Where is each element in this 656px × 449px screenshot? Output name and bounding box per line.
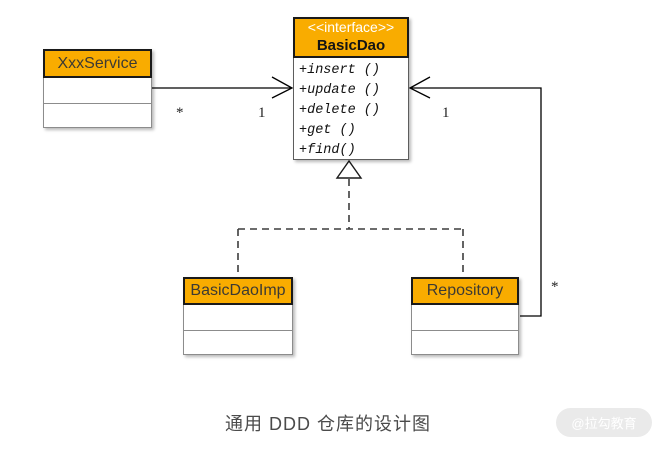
- method-get: +get (): [299, 123, 356, 138]
- class-xxxservice: XxxService: [43, 49, 152, 128]
- method-delete: +delete (): [299, 103, 381, 118]
- class-basicdaoimp-header: BasicDaoImp: [183, 277, 293, 305]
- class-xxxservice-attributes: [43, 78, 152, 104]
- association-repository-dao: [411, 87, 542, 317]
- interface-basicdao: <<interface>> BasicDao +insert () +updat…: [293, 17, 409, 160]
- open-arrowhead-right-icon: [408, 76, 431, 99]
- class-basicdaoimp-attributes: [183, 305, 293, 331]
- multiplicity-dao-left-side: 1: [258, 105, 266, 121]
- multiplicity-repository-side: *: [551, 279, 559, 295]
- class-repository: Repository: [411, 277, 519, 355]
- class-xxxservice-header: XxxService: [43, 49, 152, 78]
- class-basicdaoimp-operations: [183, 331, 293, 355]
- class-xxxservice-name: XxxService: [57, 54, 138, 72]
- diagram-caption: 通用 DDD 仓库的设计图: [225, 414, 431, 434]
- watermark-badge: @拉勾教育: [556, 408, 652, 437]
- hollow-triangle-arrowhead-icon: [335, 159, 363, 179]
- class-repository-attributes: [411, 305, 519, 331]
- class-basicdaoimp-name: BasicDaoImp: [190, 282, 286, 299]
- method-find: +find(): [299, 143, 356, 158]
- class-basicdaoimp: BasicDaoImp: [183, 277, 293, 355]
- multiplicity-service-side: *: [176, 105, 184, 121]
- class-repository-name: Repository: [426, 282, 504, 299]
- interface-basicdao-name: BasicDao: [316, 36, 386, 54]
- class-xxxservice-operations: [43, 104, 152, 128]
- interface-basicdao-header: <<interface>> BasicDao: [293, 17, 409, 58]
- multiplicity-dao-right-side: 1: [442, 105, 450, 121]
- class-repository-header: Repository: [411, 277, 519, 305]
- method-update: +update (): [299, 83, 381, 98]
- open-arrowhead-left-icon: [271, 76, 294, 99]
- interface-basicdao-methods: +insert () +update () +delete () +get ()…: [293, 58, 409, 160]
- method-insert: +insert (): [299, 63, 381, 78]
- class-repository-operations: [411, 331, 519, 355]
- interface-stereotype: <<interface>>: [307, 19, 395, 36]
